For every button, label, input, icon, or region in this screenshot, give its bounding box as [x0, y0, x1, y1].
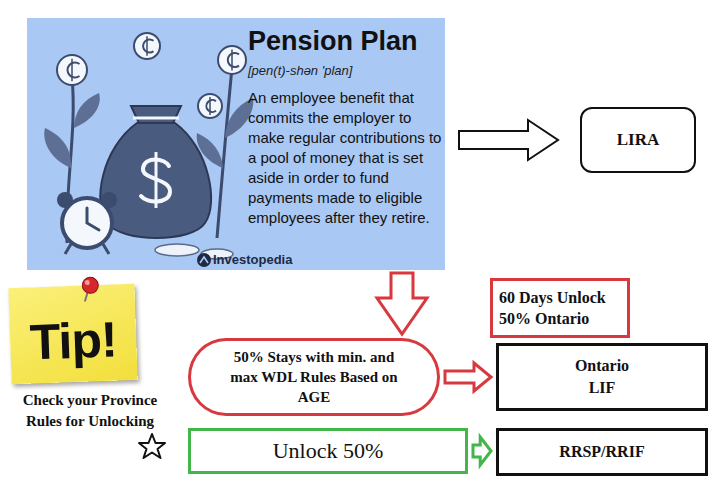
coin-mark: [209, 97, 211, 115]
block-arrow: [473, 437, 491, 465]
coin: [134, 33, 160, 59]
block-arrow: [445, 363, 491, 391]
definition-card: Pension Plan [pen(t)-shən 'plan] An employ…: [27, 18, 445, 270]
clock-hands: [87, 208, 99, 230]
process-box: Ontario LIF: [496, 343, 708, 411]
push-pin: [70, 275, 111, 306]
rounded-box: 50% Stays with min. and max WDL Rules Ba…: [188, 338, 440, 416]
box-label: Ontario LIF: [563, 355, 641, 399]
coin-mark: [71, 59, 73, 82]
tip-note: Tip!: [8, 284, 137, 384]
process-box: Unlock 50%: [188, 428, 468, 474]
bag-tie: [133, 117, 179, 120]
coin-mark: [143, 40, 153, 53]
plant-stem: [217, 68, 232, 238]
logo-icon: [200, 257, 208, 263]
process-box: RRSP/RRIF: [496, 428, 708, 476]
bag-neck: [131, 106, 181, 123]
coin-mark: [206, 100, 216, 112]
logo-icon: [197, 253, 211, 267]
box-label: 60 Days Unlock 50% Ontario: [499, 287, 621, 329]
pronunciation: [pen(t)-shən 'plan]: [248, 62, 352, 80]
coin: [155, 244, 199, 256]
note-label: Check your Province Rules for Unlocking: [4, 390, 176, 432]
note-box: 60 Days Unlock 50% Ontario: [490, 278, 630, 338]
process-box: LIRA: [580, 107, 696, 173]
definition-text: An employee benefit that commits the emp…: [248, 88, 442, 228]
block-arrow: [377, 273, 427, 334]
pin-head: [82, 277, 99, 294]
coin-mark: [146, 36, 148, 56]
box-label: RRSP/RRIF: [559, 441, 644, 463]
clock-leg: [103, 244, 109, 254]
box-label: 50% Stays with min. and max WDL Rules Ba…: [221, 347, 407, 407]
clock: [62, 198, 112, 248]
box-label: Unlock 50%: [273, 437, 384, 465]
block-arrow: [459, 120, 558, 160]
clock-leg: [65, 244, 71, 254]
dollar-sign: [155, 152, 158, 208]
plant-leaf: [74, 93, 100, 128]
tip-text: Tip!: [29, 311, 118, 370]
coin-mark: [228, 53, 239, 67]
star-symbol: [139, 434, 165, 458]
source-logo: Investopedia: [213, 252, 292, 268]
money-bag: [100, 123, 211, 238]
plant-leaf: [44, 128, 71, 168]
coin: [218, 46, 246, 74]
coin: [198, 94, 222, 118]
card-title: Pension Plan: [248, 24, 418, 58]
coin: [57, 55, 87, 85]
pin-shine: [85, 280, 90, 285]
coin-mark: [68, 63, 80, 78]
coin-mark: [231, 50, 233, 71]
box-label: LIRA: [617, 129, 660, 151]
